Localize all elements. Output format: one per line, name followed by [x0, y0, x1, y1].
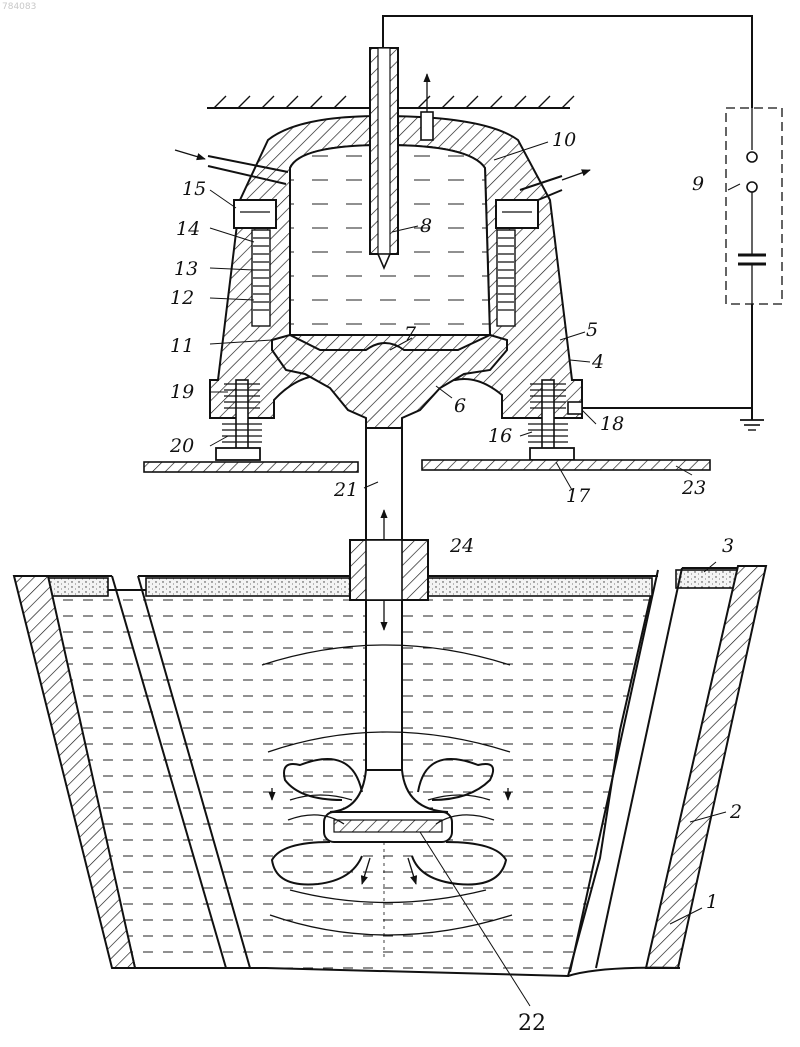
power-supply-box [726, 108, 782, 304]
label-4: 4 [591, 351, 604, 373]
label-14: 14 [176, 218, 200, 240]
diaphragm-head [272, 335, 507, 428]
support-plate [144, 460, 710, 472]
label-9: 9 [692, 173, 704, 195]
label-1: 1 [706, 891, 718, 913]
label-15: 15 [182, 178, 206, 200]
corner-mark: 784083 [2, 2, 36, 12]
label-23: 23 [681, 477, 706, 499]
label-3: 3 [722, 535, 734, 557]
label-16: 16 [488, 425, 512, 447]
label-8: 8 [420, 215, 432, 237]
melt-bath [48, 590, 652, 976]
label-20: 20 [169, 435, 194, 457]
label-12: 12 [170, 287, 194, 309]
label-19: 19 [170, 381, 194, 403]
label-10: 10 [552, 129, 576, 151]
label-6: 6 [454, 395, 466, 417]
label-17: 17 [566, 485, 591, 507]
label-5: 5 [586, 319, 598, 341]
label-22: 22 [518, 1011, 546, 1036]
label-13: 13 [174, 258, 198, 280]
label-18: 18 [600, 413, 624, 435]
label-2: 2 [729, 801, 742, 823]
label-11: 11 [170, 335, 194, 357]
label-7: 7 [404, 323, 417, 345]
slag-layer [48, 578, 108, 596]
label-21: 21 [333, 479, 358, 501]
label-24: 24 [449, 535, 474, 557]
electrode [370, 48, 398, 268]
